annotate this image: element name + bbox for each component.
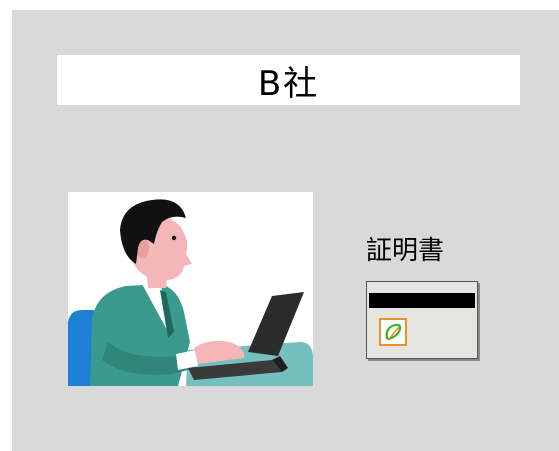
certificate-card-icon	[366, 281, 478, 359]
magnetic-stripe	[369, 293, 475, 308]
ic-chip-icon	[379, 318, 407, 346]
businessman-at-laptop-icon	[68, 192, 313, 386]
company-title-box: B社	[57, 55, 520, 105]
certificate-label: 証明書	[366, 236, 445, 266]
company-title: B社	[257, 63, 320, 104]
